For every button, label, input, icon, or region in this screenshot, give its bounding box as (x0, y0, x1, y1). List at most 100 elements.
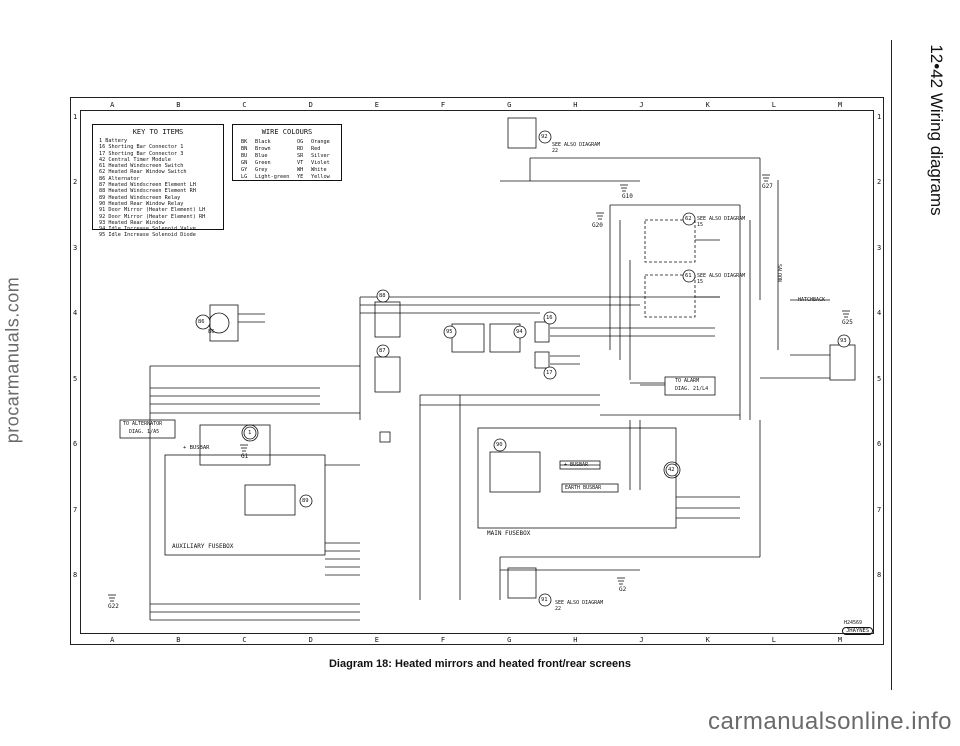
page-title: 12•42 Wiring diagrams (927, 44, 946, 216)
key-item: 90 Heated Rear Window Relay (99, 200, 184, 207)
wire-colour-cell: RD (297, 146, 304, 152)
grid-column-top: A (110, 101, 115, 109)
wire-colour-cell: White (311, 167, 327, 173)
see-also-d15-b: SEE ALSO DIAGRAM 15 (697, 273, 746, 285)
wire-colour-cell: GY (241, 167, 248, 173)
wire-colour-cell: VT (297, 160, 304, 166)
to-alternator-label: TO ALTERNATOR (123, 421, 163, 427)
main-fusebox-label: MAIN FUSEBOX (487, 530, 531, 537)
grid-column-top: C (242, 101, 247, 109)
saloon-label: SALOON (776, 263, 783, 283)
key-item: 1 Battery (99, 138, 128, 144)
grid-column-bottom: H (573, 636, 578, 644)
grid-row-right: 8 (877, 571, 882, 580)
grid-column-top: E (374, 101, 379, 109)
grid-column-top: G (507, 101, 512, 109)
wire-colour-cell: Grey (255, 167, 268, 173)
grid-row-right: 5 (877, 374, 882, 383)
item-number-label: 93 (840, 338, 847, 344)
key-item: 88 Heated Windscreen Element RH (99, 188, 196, 195)
grid-row-left: 4 (73, 309, 78, 318)
earth-point-label: G22 (108, 603, 119, 610)
earth-point-label: G2 (619, 586, 627, 593)
grid-column-top: F (440, 101, 446, 109)
grid-column-bottom: C (242, 636, 247, 644)
earth-busbar-label: EARTH BUSBAR (565, 485, 602, 491)
grid-row-left: 5 (73, 374, 78, 383)
key-item: 92 Door Mirror (Heater Element) RH (99, 213, 206, 220)
grid-column-top: M (837, 101, 843, 109)
wire-colour-cell: BN (241, 146, 248, 152)
item-number-label: 17 (546, 370, 553, 376)
key-item: 89 Heated Windscreen Relay (99, 194, 181, 201)
key-item: 17 Shorting Bar Connector 3 (99, 150, 184, 157)
wire-colour-cell: Yellow (311, 174, 330, 180)
hatchback-label: HATCHBACK (798, 297, 826, 303)
earth-point-label: G10 (622, 193, 633, 200)
earth-point-label: G20 (592, 222, 603, 229)
diagram-inner-frame (80, 110, 874, 634)
grid-column-bottom: J (639, 636, 644, 644)
grid-row-right: 7 (877, 505, 882, 514)
item-number-label: 92 (541, 134, 548, 140)
grid-column-bottom: E (374, 636, 379, 644)
grid-row-left: 6 (73, 440, 78, 449)
key-item: 87 Heated Windscreen Element LH (99, 182, 196, 189)
wire-colour-cell: Red (311, 146, 321, 152)
grid-row-left: 8 (73, 571, 78, 580)
wire-colours-heading: WIRE COLOURS (261, 128, 313, 136)
grid-column-bottom: G (507, 636, 512, 644)
grid-row-left: 3 (73, 243, 78, 252)
grid-column-top: H (573, 101, 578, 109)
grid-row-left: 7 (73, 505, 78, 514)
wire-colour-cell: Silver (311, 153, 330, 159)
key-item: 42 Central Timer Module (99, 156, 171, 163)
key-item: 62 Heated Rear Window Switch (99, 169, 187, 176)
wire-colour-cell: GN (241, 160, 248, 166)
key-item: 86 Alternator (99, 175, 140, 182)
see-also-d22-top: SEE ALSO DIAGRAM 22 (552, 142, 601, 154)
item-number-label: 42 (668, 467, 675, 473)
item-number-label: 91 (541, 597, 548, 603)
diagram-caption: Diagram 18: Heated mirrors and heated fr… (328, 658, 631, 670)
grid-column-top: D (308, 101, 313, 109)
key-item: 91 Door Mirror (Heater Element) LH (99, 207, 206, 214)
item-number-label: 16 (546, 315, 553, 321)
wire-colour-cell: OG (297, 139, 304, 145)
earth-point-label: G1 (241, 453, 249, 460)
wire-colour-cell: Violet (311, 160, 330, 166)
item-number-label: 90 (496, 442, 503, 448)
to-alarm-diag: DIAG. 21/L4 (675, 386, 709, 392)
item-number-label: 86 (198, 319, 205, 325)
side-watermark-text: procarmanuals.com (2, 276, 23, 444)
grid-column-bottom: K (705, 636, 710, 644)
see-also-d15-a: SEE ALSO DIAGRAM 15 (697, 216, 746, 228)
grid-row-right: 6 (877, 440, 882, 449)
wire-colour-cell: LG (241, 174, 248, 180)
grid-row-right: 3 (877, 243, 882, 252)
aux-busbar-label: + BUSBAR (183, 445, 210, 451)
grid-column-bottom: F (440, 636, 446, 644)
bottom-watermark: carmanualsonline.info (708, 708, 952, 735)
wire-colour-cell: Black (255, 139, 271, 145)
wire-colour-cell: YE (297, 174, 304, 180)
item-number-label: 1 (248, 430, 252, 436)
to-alarm-label: TO ALARM (675, 378, 700, 384)
grid-column-top: K (705, 101, 710, 109)
side-watermark: procarmanuals.com (2, 0, 24, 746)
item-number-label: 88 (379, 293, 386, 299)
grid-row-right: 2 (877, 178, 882, 187)
grid-row-right: 4 (877, 309, 882, 318)
wire-colour-cell: WH (297, 167, 304, 173)
wire-colour-cell: BK (241, 139, 248, 145)
wire-colour-cell: BU (241, 153, 248, 159)
label-alternator-item: 86 (208, 329, 215, 335)
see-also-d22-bottom: SEE ALSO DIAGRAM 22 (555, 600, 604, 612)
item-number-label: 89 (302, 498, 309, 504)
grid-column-top: B (176, 101, 181, 109)
item-number-label: 94 (516, 329, 523, 335)
grid-column-bottom: B (176, 636, 181, 644)
item-number-label: 95 (446, 329, 453, 335)
